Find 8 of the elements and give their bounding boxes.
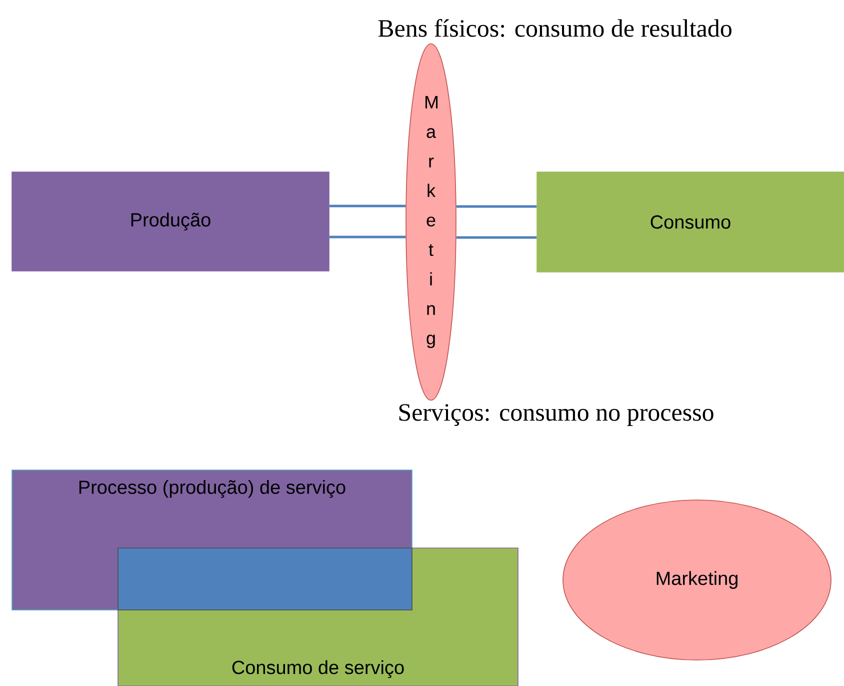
- connector-line: [456, 205, 537, 208]
- process-box: Consumo: [536, 172, 844, 272]
- connector-line: [329, 236, 406, 238]
- connector-line: [329, 204, 406, 208]
- connector-line: [456, 236, 537, 239]
- process-box: Produção: [12, 172, 330, 272]
- overlap-box: [118, 548, 412, 610]
- heading: Serviços: consumo no processo: [399, 404, 714, 426]
